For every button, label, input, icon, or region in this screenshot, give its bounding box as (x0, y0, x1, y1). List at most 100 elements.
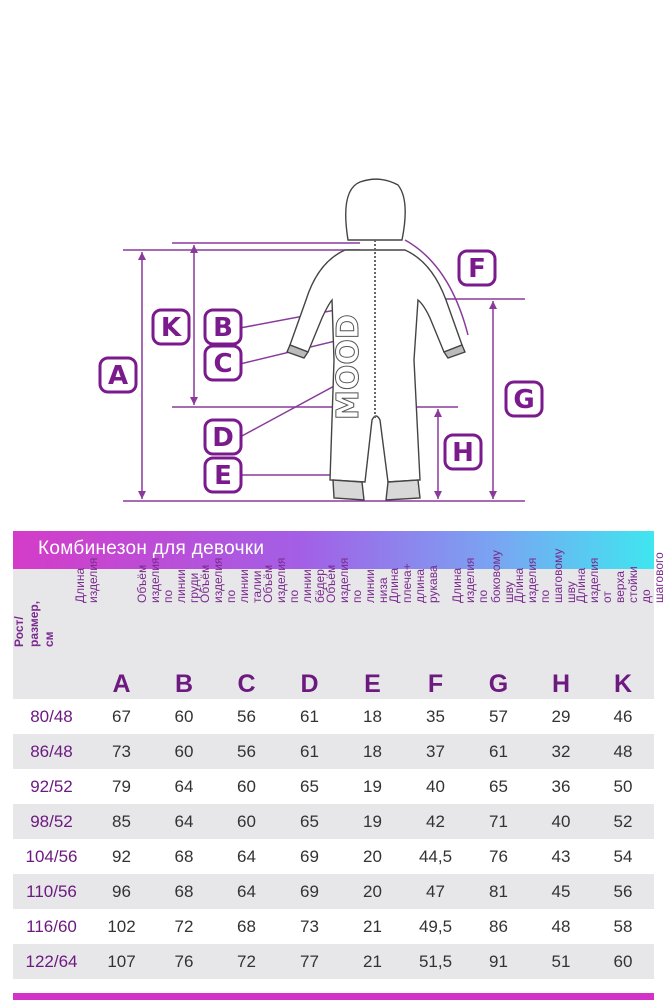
tag-b: B (203, 308, 243, 346)
tag-f: F (457, 249, 497, 287)
value-cell: 29 (530, 699, 592, 734)
value-cell: 48 (530, 909, 592, 944)
value-cell: 37 (404, 734, 467, 769)
svg-text:H: H (452, 438, 474, 468)
value-cell: 69 (278, 839, 341, 874)
value-cell: 81 (467, 874, 530, 909)
svg-text:C: C (213, 349, 232, 379)
column-header-letter: K (613, 670, 633, 698)
value-cell: 73 (90, 734, 153, 769)
column-header-letter: D (300, 670, 319, 698)
value-cell: 19 (341, 804, 404, 839)
value-cell: 56 (592, 874, 654, 909)
value-cell: 60 (153, 699, 215, 734)
column-header-size: Рост/ размер, см (11, 569, 90, 699)
value-cell: 72 (215, 944, 278, 979)
value-cell: 64 (153, 804, 215, 839)
column-header-k: Длина изделия от верха стойки до шаговог… (574, 552, 667, 699)
value-cell: 76 (153, 944, 215, 979)
value-cell: 77 (278, 944, 341, 979)
value-cell: 102 (90, 909, 153, 944)
value-cell: 47 (404, 874, 467, 909)
column-header-letter: E (364, 670, 381, 698)
value-cell: 60 (215, 804, 278, 839)
value-cell: 68 (153, 839, 215, 874)
value-cell: 86 (467, 909, 530, 944)
value-cell: 107 (90, 944, 153, 979)
tag-d: D (203, 418, 243, 456)
value-cell: 72 (153, 909, 215, 944)
value-cell: 61 (278, 699, 341, 734)
value-cell: 85 (90, 804, 153, 839)
value-cell: 67 (90, 699, 153, 734)
value-cell: 65 (467, 769, 530, 804)
value-cell: 73 (278, 909, 341, 944)
value-cell: 49,5 (404, 909, 467, 944)
value-cell: 56 (215, 734, 278, 769)
value-cell: 91 (467, 944, 530, 979)
value-cell: 68 (153, 874, 215, 909)
value-cell: 61 (278, 734, 341, 769)
value-cell: 19 (341, 769, 404, 804)
size-cell: 80/48 (13, 699, 90, 734)
column-header-letter: F (427, 670, 444, 698)
size-cell: 116/60 (13, 909, 90, 944)
garment-logo: MOOD (331, 314, 366, 420)
column-header-letter: B (174, 670, 194, 698)
size-cell: 92/52 (13, 769, 90, 804)
svg-text:B: B (213, 313, 233, 343)
tag-h: H (443, 433, 483, 471)
table-title: Комбинезон для девочки (38, 538, 265, 559)
tag-g: G (504, 380, 544, 418)
column-header-label: Длина изделия от верха стойки до шаговог… (574, 552, 667, 603)
column-header-letter: A (112, 670, 131, 698)
value-cell: 51,5 (404, 944, 467, 979)
size-cell: 104/56 (13, 839, 90, 874)
tag-k: K (151, 308, 191, 346)
value-cell: 43 (530, 839, 592, 874)
value-cell: 18 (341, 734, 404, 769)
value-cell: 76 (467, 839, 530, 874)
svg-text:E: E (214, 461, 232, 491)
svg-text:F: F (468, 254, 486, 284)
tag-e: E (203, 456, 243, 494)
value-cell: 60 (153, 734, 215, 769)
value-cell: 57 (467, 699, 530, 734)
value-cell: 48 (592, 734, 654, 769)
value-cell: 50 (592, 769, 654, 804)
column-header-size-label: Рост/ размер, см (11, 600, 56, 647)
value-cell: 20 (341, 839, 404, 874)
column-header-letter: H (551, 670, 571, 698)
value-cell: 18 (341, 699, 404, 734)
value-cell: 60 (215, 769, 278, 804)
svg-text:G: G (513, 385, 534, 415)
svg-text:K: K (161, 313, 182, 343)
value-cell: 64 (215, 874, 278, 909)
value-cell: 52 (592, 804, 654, 839)
value-cell: 71 (467, 804, 530, 839)
dim-f (404, 239, 469, 336)
value-cell: 69 (278, 874, 341, 909)
value-cell: 20 (341, 874, 404, 909)
value-cell: 35 (404, 699, 467, 734)
column-header-letter: G (488, 670, 509, 698)
value-cell: 92 (90, 839, 153, 874)
value-cell: 56 (215, 699, 278, 734)
value-cell: 21 (341, 909, 404, 944)
value-cell: 21 (341, 944, 404, 979)
value-cell: 96 (90, 874, 153, 909)
value-cell: 79 (90, 769, 153, 804)
value-cell: 61 (467, 734, 530, 769)
value-cell: 60 (592, 944, 654, 979)
